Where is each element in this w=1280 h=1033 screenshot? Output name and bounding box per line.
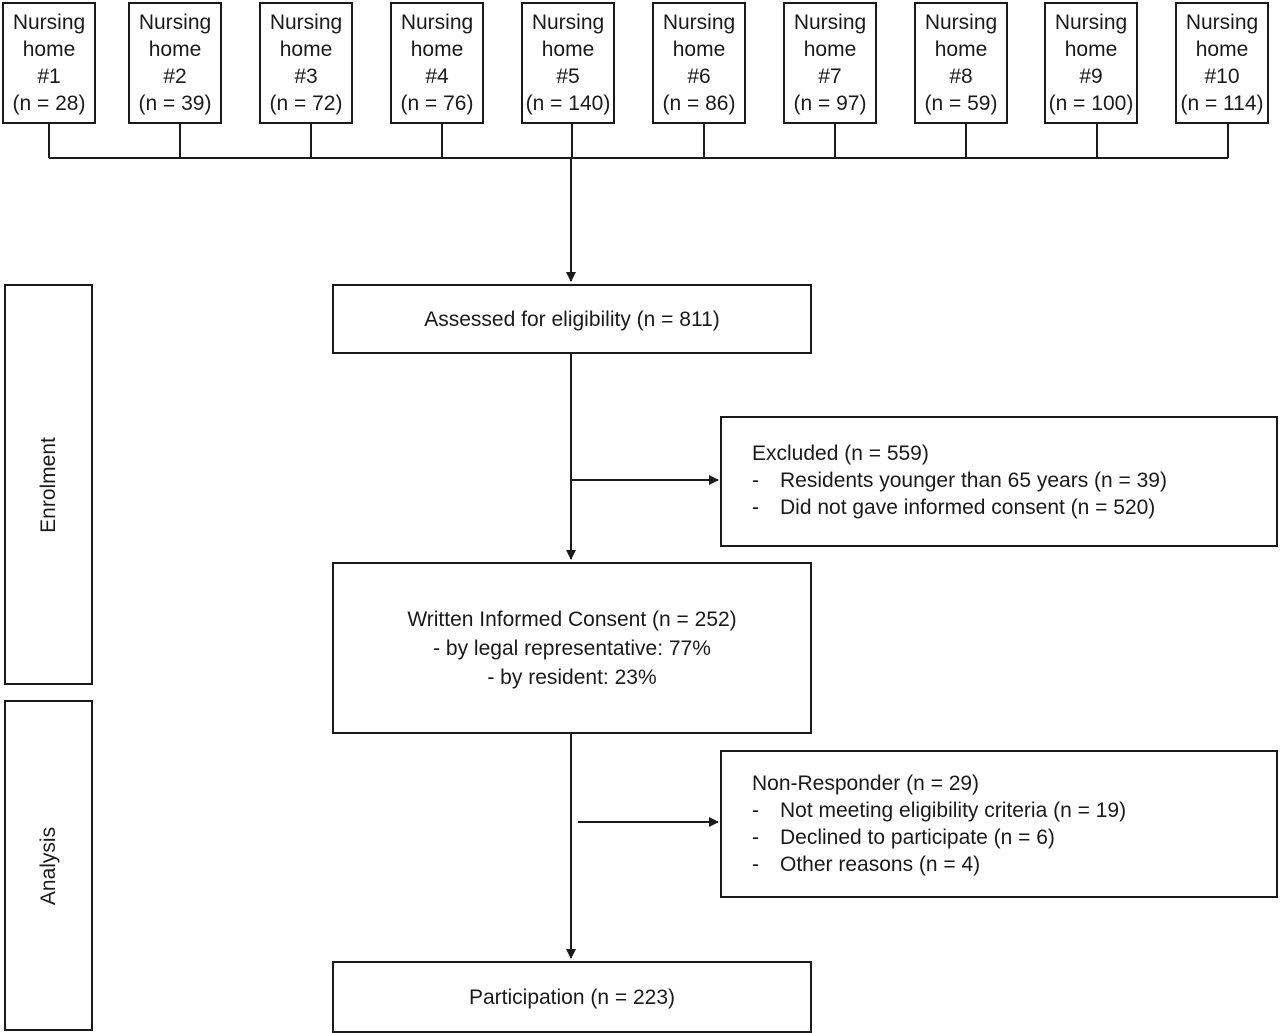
consent-title: Written Informed Consent (n = 252) [407, 607, 737, 631]
participation-box: Participation (n = 223) [332, 961, 812, 1033]
nonresponder-item: -Not meeting eligibility criteria (n = 1… [752, 799, 1127, 822]
consent-legal-line: - by legal representative: 77% [433, 636, 711, 660]
consent-box: Written Informed Consent (n = 252) - by … [332, 562, 812, 734]
nonresponder-title: Non-Responder (n = 29) [752, 772, 980, 795]
nonresponder-item: -Other reasons (n = 4) [752, 853, 981, 876]
assessed-box: Assessed for eligibility (n = 811) [332, 284, 812, 354]
excluded-item: -Residents younger than 65 years (n = 39… [752, 469, 1167, 492]
excluded-item: -Did not gave informed consent (n = 520) [752, 496, 1156, 519]
enrolment-stage-label: Enrolment [4, 284, 93, 685]
analysis-stage-label: Analysis [4, 700, 93, 1031]
excluded-box: Excluded (n = 559) -Residents younger th… [720, 416, 1278, 547]
nonresponder-item: -Declined to participate (n = 6) [752, 826, 1055, 849]
consent-resident-line: - by resident: 23% [487, 665, 657, 689]
excluded-title: Excluded (n = 559) [752, 442, 929, 465]
nonresponder-box: Non-Responder (n = 29) -Not meeting elig… [720, 750, 1278, 898]
